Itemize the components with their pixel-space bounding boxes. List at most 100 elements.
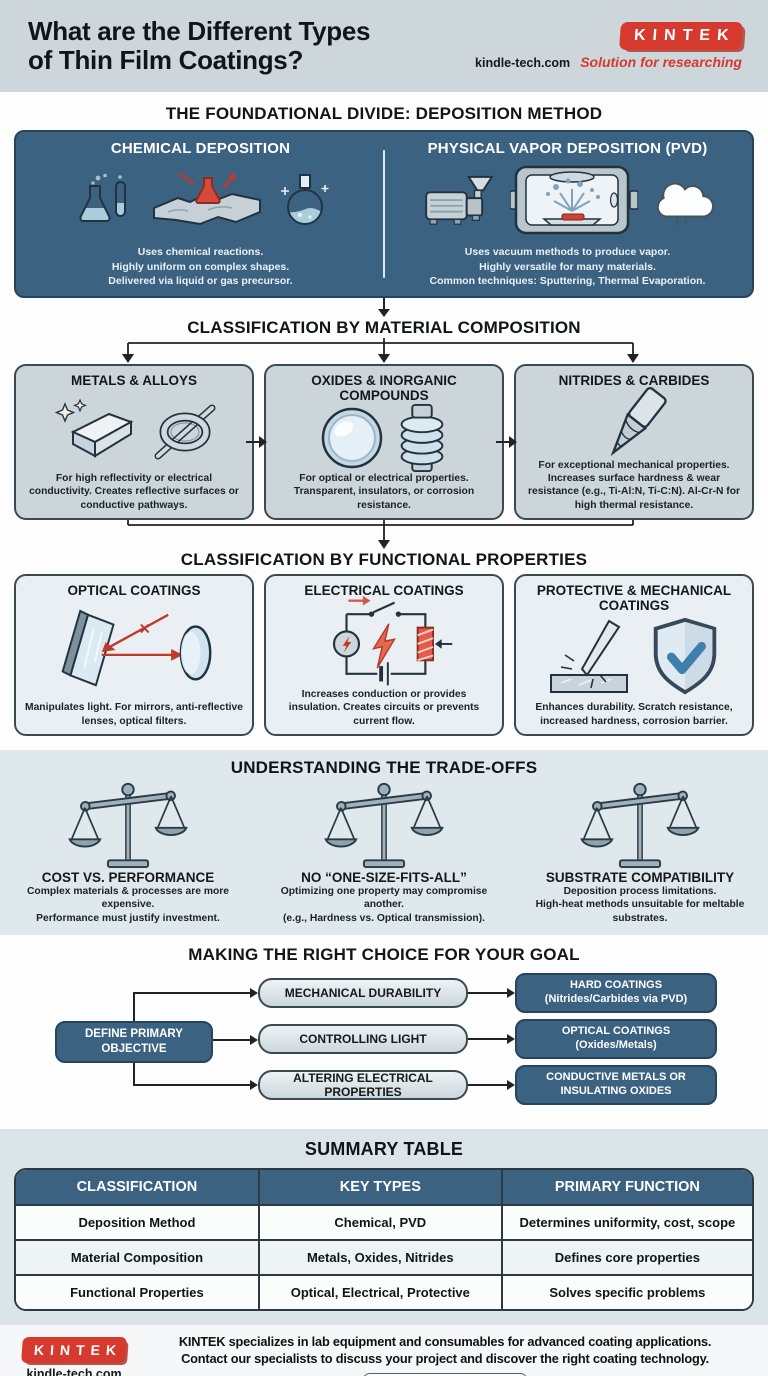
- mirror-lens-icon: [61, 609, 212, 687]
- vacuum-chamber-icon: [509, 165, 638, 235]
- tradeoff-one-size: NO “ONE-SIZE-FITS-ALL” Optimizing one pr…: [256, 780, 512, 925]
- brand-block: KINTEK kindle-tech.com Solution for rese…: [475, 22, 743, 70]
- deposition-method-panel: CHEMICAL DEPOSITION: [14, 130, 754, 298]
- lens-icon: [321, 407, 383, 468]
- pvd-text: Uses vacuum methods to produce vapor. Hi…: [429, 246, 706, 287]
- drill-bit-icon: [610, 387, 667, 457]
- table-header-row: CLASSIFICATION KEY TYPES PRIMARY FUNCTIO…: [16, 1170, 752, 1206]
- table-row: Deposition Method Chemical, PVD Determin…: [16, 1204, 752, 1241]
- chemical-deposition-card: CHEMICAL DEPOSITION: [20, 138, 381, 290]
- goal-mechanical-durability: MECHANICAL DURABILITY: [258, 978, 468, 1009]
- brand-tagline: Solution for researching: [580, 54, 742, 70]
- right-arrow: [246, 436, 267, 448]
- box-body: For exceptional mechanical properties. I…: [527, 459, 741, 511]
- tradeoff-substrate: SUBSTRATE COMPATIBILITY Deposition proce…: [512, 780, 768, 925]
- tradeoff-body: Optimizing one property may compromise a…: [280, 886, 488, 924]
- scratch-test-icon: [550, 619, 628, 694]
- box-oxides-inorganic: OXIDES & INORGANIC COMPOUNDS For optical…: [264, 364, 504, 520]
- footer: KINTEK kindle-tech.com KINTEK specialize…: [0, 1325, 768, 1376]
- pvd-card: PHYSICAL VAPOR DEPOSITION (PVD): [387, 138, 748, 290]
- chemical-deposition-title: CHEMICAL DEPOSITION: [110, 140, 291, 157]
- cell: Material Composition: [16, 1239, 260, 1276]
- right-arrow: [496, 436, 517, 448]
- section-heading-choice: MAKING THE RIGHT CHOICE FOR YOUR GOAL: [188, 945, 580, 965]
- shield-check-icon: [653, 618, 717, 695]
- panel-divider: [383, 150, 385, 278]
- contact-specialists-button[interactable]: (Contact our specialists today): [361, 1372, 529, 1376]
- box-body: For high reflectivity or electrical cond…: [29, 472, 239, 511]
- box-body: Manipulates light. For mirrors, anti-ref…: [25, 702, 243, 727]
- summary-section: SUMMARY TABLE CLASSIFICATION KEY TYPES P…: [0, 1129, 768, 1326]
- table-row: Functional Properties Optical, Electrica…: [16, 1274, 752, 1310]
- box-body: Enhances durability. Scratch resistance,…: [535, 702, 733, 727]
- box-title: METALS & ALLOYS: [71, 373, 197, 388]
- cell: Determines uniformity, cost, scope: [501, 1204, 752, 1241]
- cell: Functional Properties: [16, 1274, 260, 1310]
- table-row: Material Composition Metals, Oxides, Nit…: [16, 1239, 752, 1276]
- tradeoff-cost-performance: COST VS. PERFORMANCE Complex materials &…: [0, 780, 256, 925]
- balance-scale-icon: [580, 782, 700, 868]
- down-arrow: [0, 298, 768, 318]
- cell: Defines core properties: [501, 1239, 752, 1276]
- branch-connector: [122, 338, 639, 363]
- material-boxes: METALS & ALLOYS For high reflectiv: [14, 364, 754, 520]
- page-title: What are the Different Types of Thin Fil…: [28, 15, 371, 75]
- box-title: PROTECTIVE & MECHANICAL COATINGS: [536, 583, 732, 614]
- kintek-logo: KINTEK: [21, 1337, 128, 1364]
- collector-connector: [127, 520, 634, 549]
- vapor-cloud-icon: [656, 182, 714, 227]
- circuit-icon: [332, 595, 453, 686]
- substrate-coating-icon: [152, 172, 261, 226]
- cell: Solves specific problems: [501, 1274, 752, 1310]
- page-title-line2: of Thin Film Coatings?: [28, 45, 304, 75]
- vacuum-pump-icon: [424, 176, 494, 225]
- website-link[interactable]: kindle-tech.com: [475, 56, 571, 70]
- header: What are the Different Types of Thin Fil…: [0, 0, 768, 92]
- box-electrical-coatings: ELECTRICAL COATINGS Increases: [264, 574, 504, 736]
- section-heading-material: CLASSIFICATION BY MATERIAL COMPOSITION: [187, 318, 581, 337]
- tradeoff-body: Deposition process limitations.High-heat…: [535, 886, 745, 924]
- section-heading-functional: CLASSIFICATION BY FUNCTIONAL PROPERTIES: [180, 550, 588, 569]
- chemical-flasks-icon: [78, 173, 126, 223]
- tradeoffs-section: UNDERSTANDING THE TRADE-OFFS COST VS. PE…: [0, 750, 768, 936]
- box-title: OPTICAL COATINGS: [67, 583, 201, 598]
- website-link[interactable]: kindle-tech.com: [26, 1367, 122, 1376]
- tradeoff-body: Complex materials & processes are more e…: [26, 886, 230, 924]
- summary-table: CLASSIFICATION KEY TYPES PRIMARY FUNCTIO…: [14, 1168, 754, 1312]
- box-metals-alloys: METALS & ALLOYS For high reflectiv: [14, 364, 254, 520]
- wire-coil-icon: [154, 404, 216, 460]
- balance-scale-icon: [324, 782, 444, 868]
- tradeoff-title: COST VS. PERFORMANCE: [41, 870, 215, 885]
- col-classification: CLASSIFICATION: [16, 1170, 260, 1206]
- box-nitrides-carbides: NITRIDES & CARBIDES For exceptional mech…: [514, 364, 754, 520]
- insulator-icon: [400, 403, 444, 472]
- footer-brand: KINTEK kindle-tech.com: [21, 1333, 128, 1376]
- kintek-logo: KINTEK: [619, 22, 743, 50]
- metal-ingot-icon: [54, 398, 134, 458]
- page-title-line1: What are the Different Types: [28, 15, 371, 46]
- box-body: For optical or electrical properties. Tr…: [293, 472, 475, 511]
- flow-connectors: [133, 988, 515, 1091]
- cell: Optical, Electrical, Protective: [258, 1274, 503, 1310]
- balance-scale-icon: [68, 782, 188, 868]
- col-primary-function: PRIMARY FUNCTION: [501, 1170, 752, 1206]
- box-title: ELECTRICAL COATINGS: [304, 583, 464, 598]
- section-heading-foundational: THE FOUNDATIONAL DIVIDE: DEPOSITION METH…: [165, 104, 603, 123]
- box-protective-coatings: PROTECTIVE & MECHANICAL COATINGS Enhance…: [514, 574, 754, 736]
- tradeoff-title: SUBSTRATE COMPATIBILITY: [545, 870, 735, 885]
- round-flask-icon: [280, 174, 328, 226]
- result-hard-coatings: HARD COATINGS(Nitrides/Carbides via PVD): [515, 973, 717, 1014]
- goal-electrical-properties: ALTERING ELECTRICAL PROPERTIES: [258, 1070, 468, 1101]
- footer-text: KINTEK specializes in lab equipment and …: [178, 1334, 712, 1367]
- box-title: NITRIDES & CARBIDES: [558, 373, 710, 388]
- result-optical-coatings: OPTICAL COATINGS(Oxides/Metals): [515, 1019, 717, 1060]
- pvd-title: PHYSICAL VAPOR DEPOSITION (PVD): [427, 140, 708, 157]
- cell: Deposition Method: [16, 1204, 260, 1241]
- functional-boxes: OPTICAL COATINGS Manipulates light. For …: [14, 574, 754, 736]
- box-optical-coatings: OPTICAL COATINGS Manipulates light. For …: [14, 574, 254, 736]
- goal-controlling-light: CONTROLLING LIGHT: [258, 1024, 468, 1055]
- col-key-types: KEY TYPES: [258, 1170, 503, 1206]
